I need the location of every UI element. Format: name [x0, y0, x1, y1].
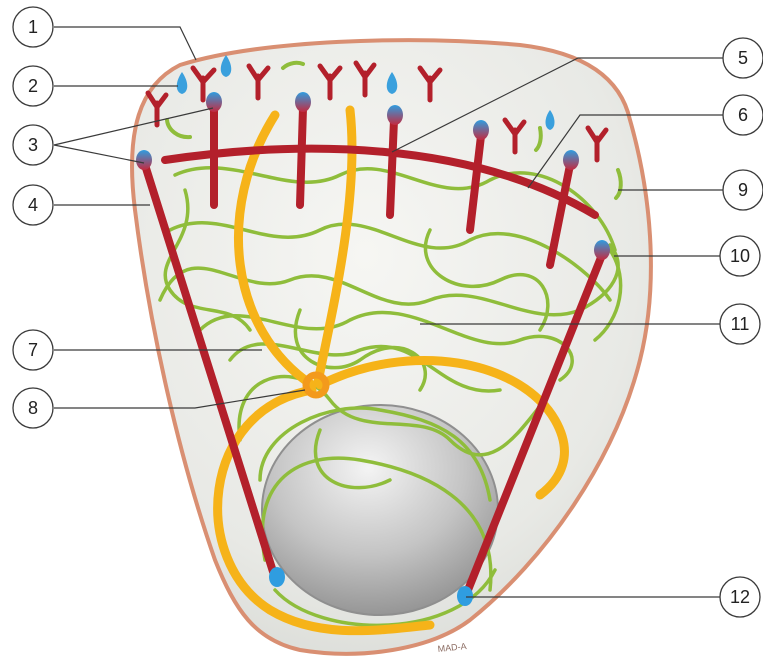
callout-4-label: 4: [28, 195, 38, 215]
callout-4: 4: [13, 185, 53, 225]
callout-9-label: 9: [738, 180, 748, 200]
callout-3: 3: [13, 125, 53, 165]
callout-10-label: 10: [730, 246, 750, 266]
artist-signature: MAD-A: [437, 641, 467, 654]
callout-6-label: 6: [738, 105, 748, 125]
callout-6: 6: [723, 95, 763, 135]
nucleus: [262, 405, 498, 615]
callout-10: 10: [720, 236, 760, 276]
callout-1: 1: [13, 7, 53, 47]
callout-1-label: 1: [28, 17, 38, 37]
callout-2-label: 2: [28, 76, 38, 96]
callout-9: 9: [723, 170, 763, 210]
callout-5-label: 5: [738, 48, 748, 68]
callout-11-label: 11: [731, 314, 750, 334]
callout-7-label: 7: [28, 340, 38, 360]
callout-8-label: 8: [28, 398, 38, 418]
leader-1: [54, 27, 196, 60]
callout-12: 12: [720, 577, 760, 617]
callout-3-label: 3: [28, 135, 38, 155]
callout-5: 5: [723, 38, 763, 78]
callout-8: 8: [13, 388, 53, 428]
callout-12-label: 12: [730, 587, 750, 607]
callout-11: 11: [720, 304, 760, 344]
callout-2: 2: [13, 66, 53, 106]
callout-7: 7: [13, 330, 53, 370]
